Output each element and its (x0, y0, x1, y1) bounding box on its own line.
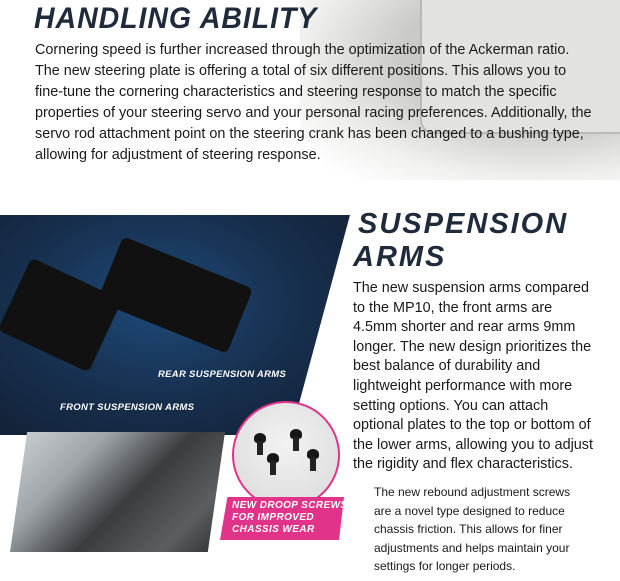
droop-screws-closeup (232, 401, 340, 509)
heading-line: SUSPENSION (358, 208, 569, 240)
callout-text: NEW DROOP SCREWS FOR IMPROVED CHASSIS WE… (232, 500, 347, 536)
callout-banner (220, 497, 344, 540)
rear-arms-label: REAR SUSPENSION ARMS (158, 369, 287, 380)
rear-arm-image (96, 236, 254, 354)
screw-icon (254, 433, 266, 455)
handling-ability-text: Cornering speed is further increased thr… (35, 42, 592, 163)
front-arm-image (0, 257, 123, 373)
screw-icon (290, 429, 302, 451)
chassis-plate (420, 0, 620, 134)
callout-line: CHASSIS WEAR (232, 524, 315, 535)
suspension-arms-text: The new suspension arms compared to the … (353, 280, 593, 473)
suspension-arms-heading: SUSPENSION ARMS (353, 208, 568, 274)
front-arms-label: FRONT SUSPENSION ARMS (60, 402, 195, 413)
chassis-detail-photo (10, 432, 225, 552)
droop-screws-text: The new rebound adjustment screws are a … (374, 485, 571, 574)
heading-line: ARMS (353, 241, 447, 273)
callout-line: FOR IMPROVED (232, 512, 315, 523)
handling-ability-heading: HANDLING ABILITY (34, 2, 318, 35)
callout-line: NEW DROOP SCREWS (232, 500, 348, 511)
screw-icon (307, 449, 319, 471)
suspension-arms-image (0, 215, 350, 435)
screw-icon (267, 453, 279, 475)
chassis-background-image (300, 0, 620, 180)
